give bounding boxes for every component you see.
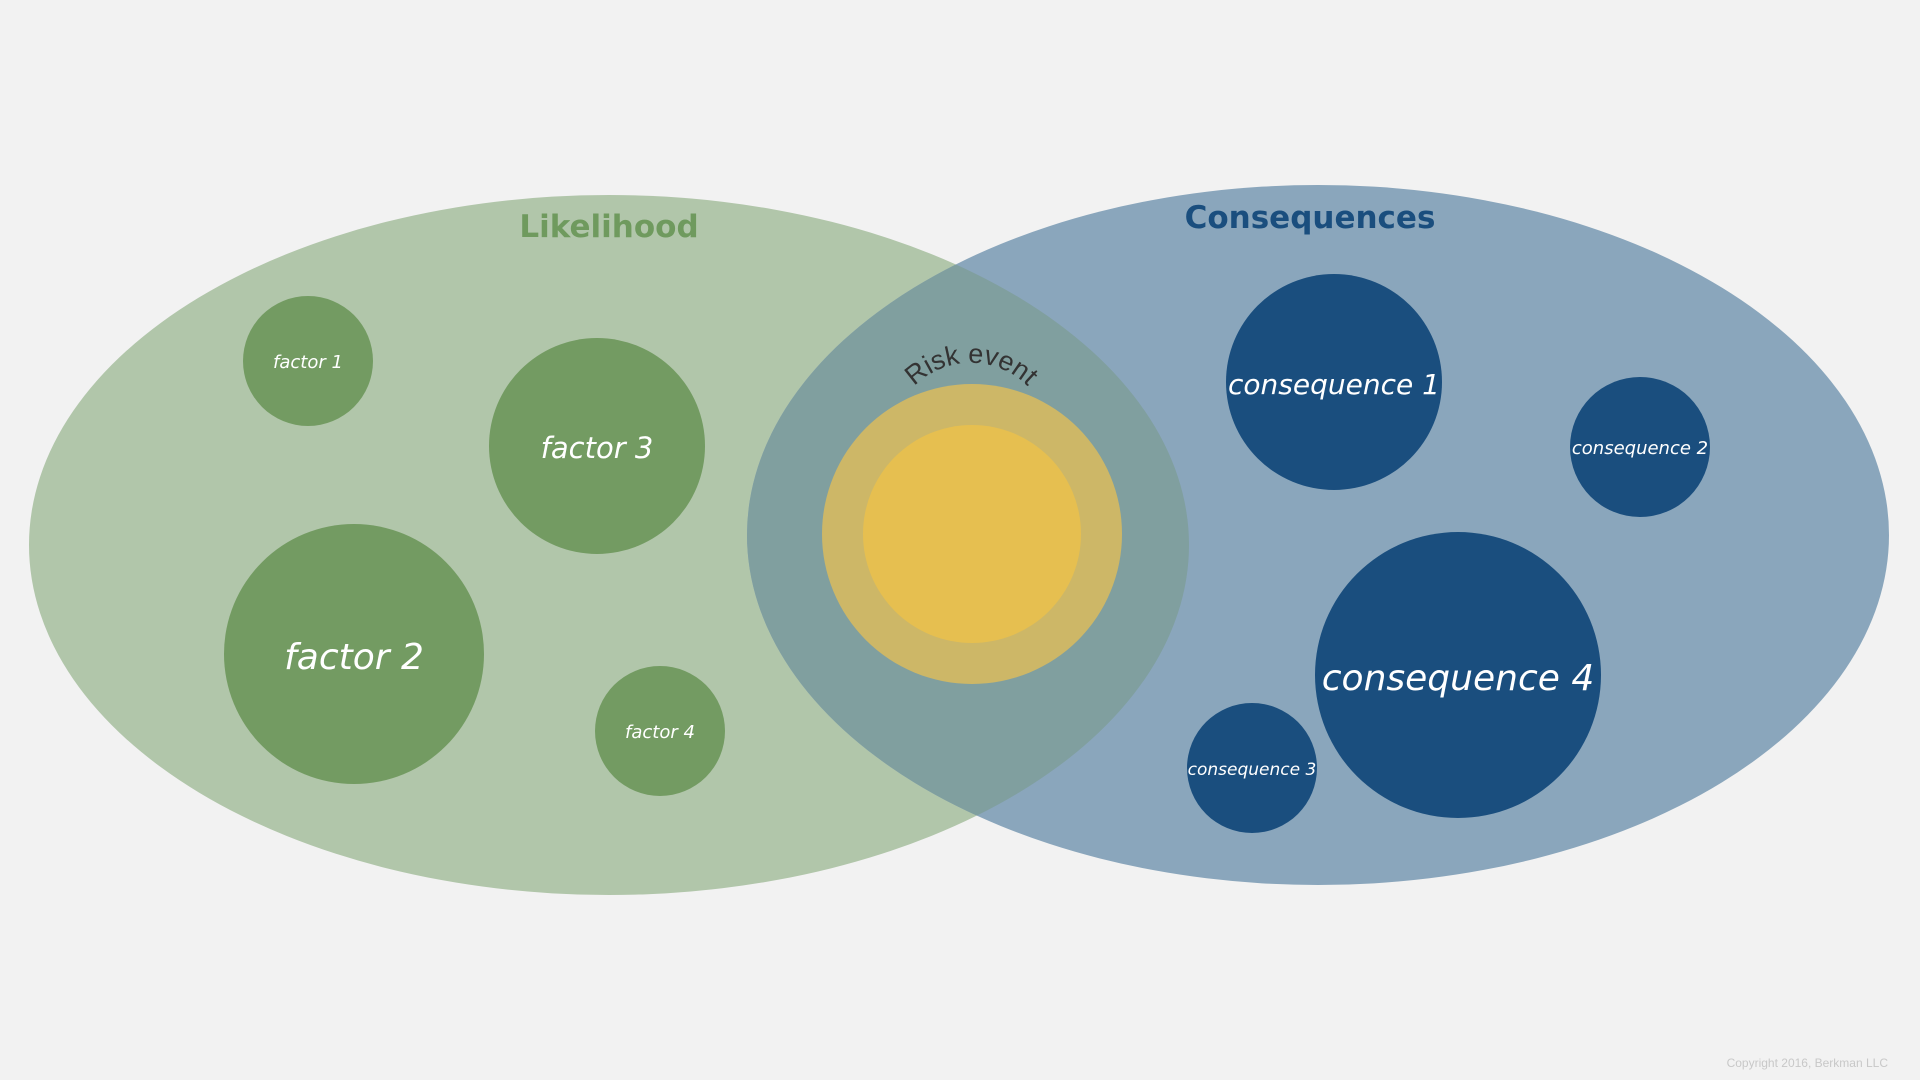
factor-label: factor 1 bbox=[273, 352, 343, 373]
consequences-title: Consequences bbox=[1185, 200, 1436, 236]
copyright-text: Copyright 2016, Berkman LLC bbox=[1727, 1056, 1889, 1070]
factor-bubble: factor 1 bbox=[243, 296, 373, 426]
overlap-area bbox=[747, 195, 1189, 885]
factor-bubble: factor 4 bbox=[595, 666, 725, 796]
factor-bubble: factor 3 bbox=[489, 338, 705, 554]
likelihood-title: Likelihood bbox=[519, 209, 698, 245]
consequence-bubble: consequence 4 bbox=[1315, 532, 1601, 818]
consequence-bubble: consequence 1 bbox=[1226, 274, 1442, 490]
factor-label: factor 3 bbox=[541, 431, 654, 465]
factor-label: factor 2 bbox=[284, 637, 424, 678]
consequence-bubble: consequence 3 bbox=[1187, 703, 1317, 833]
consequence-bubble: consequence 2 bbox=[1570, 377, 1710, 517]
consequence-label: consequence 4 bbox=[1322, 658, 1594, 699]
factor-bubble: factor 2 bbox=[224, 524, 484, 784]
risk-event: Risk event bbox=[822, 339, 1122, 684]
risk-event-core bbox=[863, 425, 1081, 643]
consequence-label: consequence 2 bbox=[1572, 438, 1708, 459]
consequence-label: consequence 3 bbox=[1188, 760, 1317, 780]
consequence-label: consequence 1 bbox=[1228, 368, 1440, 401]
factor-label: factor 4 bbox=[625, 722, 695, 743]
